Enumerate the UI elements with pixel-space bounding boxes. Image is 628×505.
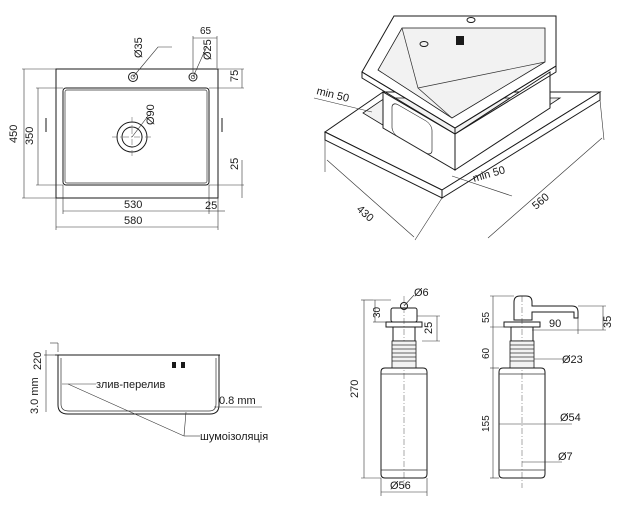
dim-line-560 (487, 137, 603, 239)
label-155: 155 (481, 415, 492, 432)
label-3mm: 3.0 mm (29, 377, 41, 414)
label-430: 430 (354, 203, 376, 224)
dim-line-min-left (313, 97, 373, 113)
side-bottle (498, 367, 546, 479)
label-560: 560 (530, 191, 552, 212)
label-90: 90 (549, 318, 561, 330)
label-530: 530 (124, 199, 142, 211)
label-60: 60 (481, 347, 492, 359)
bowl-bottom-edge (417, 61, 546, 89)
label-65: 65 (200, 26, 212, 37)
leader-90 (131, 115, 149, 138)
rim-right-edge (454, 65, 557, 135)
tap-hole-inner (190, 74, 196, 80)
label-25: Ø25 (202, 39, 214, 60)
ext-560-a (599, 99, 605, 141)
label-35: 35 (602, 316, 614, 328)
dim-line-min-right (451, 175, 513, 197)
leader-insulation-1 (67, 383, 185, 437)
bowl-right-face (454, 71, 551, 171)
bowl-outline (62, 87, 210, 186)
sink-top-view: Ø35 Ø25 65 Ø90 450 350 75 25 (8, 26, 244, 230)
bowl-opening (377, 27, 546, 119)
overflow-mark-right (181, 362, 185, 368)
overflow-mark-left (172, 362, 176, 368)
label-220: 220 (32, 352, 44, 370)
ext-430-b (414, 197, 443, 241)
label-54: Ø54 (560, 412, 581, 424)
front-thread (391, 340, 417, 369)
sink-isometric-view: min 50 min 50 430 560 (313, 15, 605, 241)
label-07: Ø7 (558, 451, 573, 463)
label-insulation: шумоізоляція (200, 431, 268, 443)
label-min-left: min 50 (315, 85, 350, 105)
leader-25 (192, 45, 208, 78)
label-rim-25: 25 (205, 200, 217, 212)
sink-section-view: 3.0 mm 220 злив-перелив 0.8 mm шумоізоля… (29, 342, 268, 443)
label-35: Ø35 (133, 37, 145, 58)
label-75: 75 (229, 70, 241, 82)
leader-35 (132, 46, 172, 78)
side-thread (509, 340, 535, 369)
iso-tap-hole (466, 17, 476, 23)
leader-06 (403, 294, 415, 307)
insulation-pad-front (391, 103, 433, 155)
brand-logo-mark (456, 36, 464, 45)
label-580: 580 (124, 215, 142, 227)
front-nozzle (400, 302, 408, 310)
label-270: 270 (349, 380, 361, 398)
label-23: Ø23 (562, 354, 583, 366)
sink-outer-outline (55, 68, 219, 199)
tap-hole-circle (188, 72, 198, 82)
soap-hole-inner (130, 74, 136, 80)
iso-soap-hole (419, 41, 429, 47)
dim-line-430 (326, 159, 415, 238)
label-450: 450 (8, 125, 20, 143)
label-overflow: злив-перелив (96, 379, 165, 391)
bowl-inner-outline (64, 89, 208, 184)
side-spout (513, 295, 579, 321)
dispenser-front-view: 30 Ø6 25 270 Ø56 (349, 287, 440, 496)
label-30: 30 (372, 306, 383, 318)
section-outer-shell (57, 355, 220, 415)
dispenser-side-view: 55 90 35 60 Ø23 155 Ø54 Ø7 (481, 295, 614, 488)
label-350: 350 (24, 127, 36, 145)
label-90: Ø90 (145, 104, 157, 125)
label-56: Ø56 (390, 480, 411, 492)
front-bottle (380, 367, 428, 479)
label-06: Ø6 (414, 287, 429, 299)
label-25: 25 (423, 322, 435, 334)
leader-insulation-2 (183, 411, 187, 437)
soap-hole-circle (128, 72, 138, 82)
label-25-side: 25 (229, 158, 241, 170)
label-55: 55 (481, 311, 492, 323)
label-08mm: 0.8 mm (219, 395, 256, 407)
